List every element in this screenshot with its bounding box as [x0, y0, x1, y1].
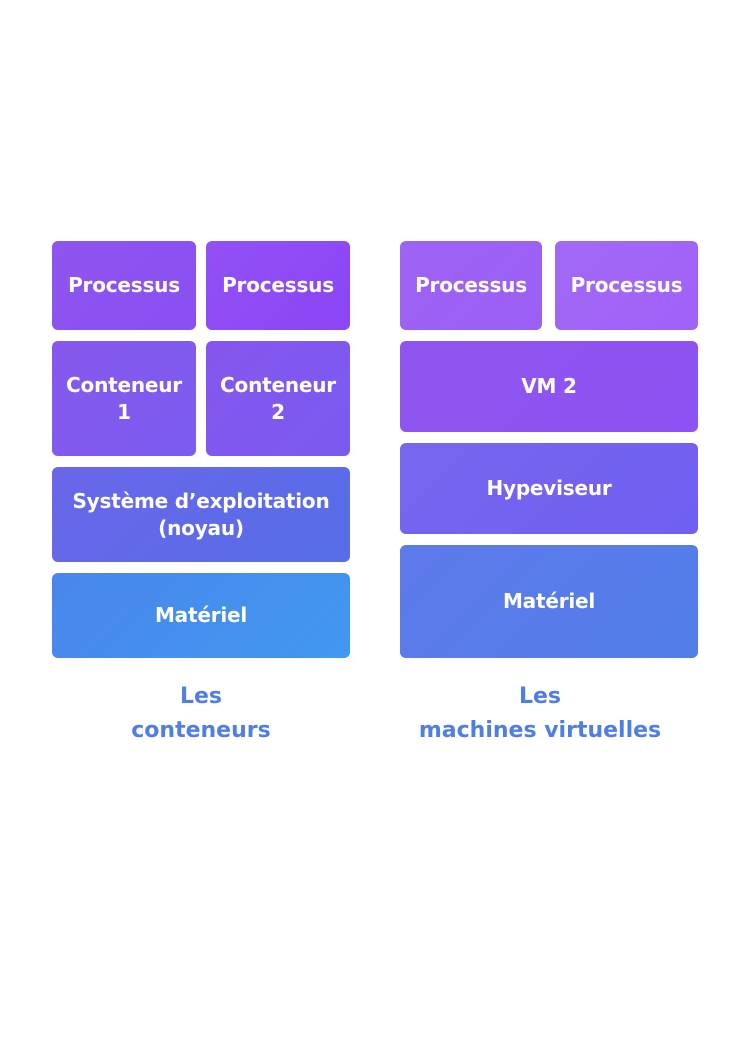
vm-caption-line-2: machines virtuelles — [418, 718, 662, 743]
containers-caption: Les conteneurs — [52, 680, 350, 748]
containers-caption-line-1: Les — [179, 684, 223, 709]
containers-process-1-block: Processus — [52, 241, 196, 330]
containers-caption-line-2: conteneurs — [131, 718, 271, 743]
containers-hardware-block: Matériel — [52, 573, 350, 658]
operating-system-kernel-block: Système d’exploitation (noyau) — [52, 467, 350, 562]
vm-caption-line-1: Les — [518, 684, 562, 709]
containers-process-2-block: Processus — [206, 241, 350, 330]
virtual-machines-caption: Les machines virtuelles — [390, 680, 690, 748]
container-1-block: Conteneur 1 — [52, 341, 196, 456]
vm-2-block: VM 2 — [400, 341, 698, 432]
vm-process-2-block: Processus — [555, 241, 698, 330]
vm-process-1-block: Processus — [400, 241, 542, 330]
vm-hardware-block: Matériel — [400, 545, 698, 658]
hypervisor-block: Hypeviseur — [400, 443, 698, 534]
container-2-block: Conteneur 2 — [206, 341, 350, 456]
